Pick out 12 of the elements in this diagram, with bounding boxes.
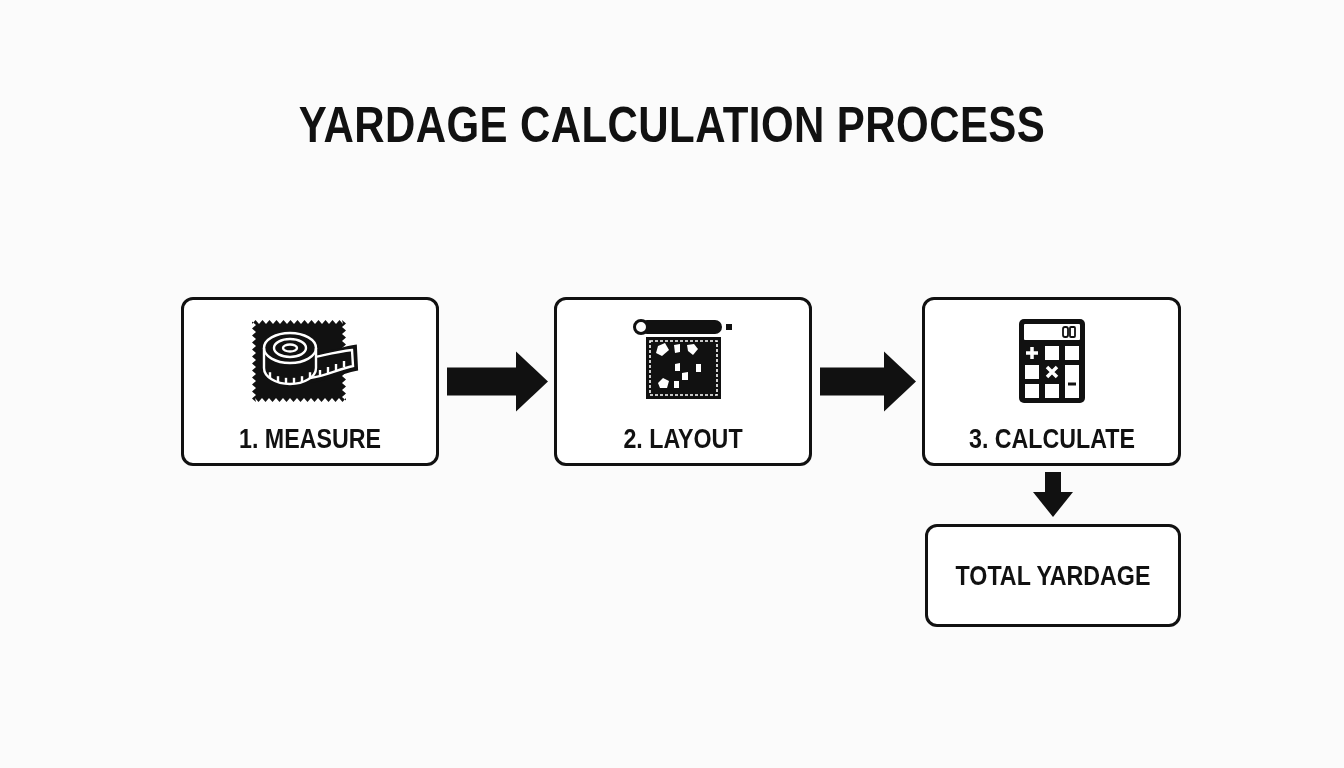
title: YARDAGE CALCULATION PROCESS — [298, 96, 1046, 154]
process-box — [922, 297, 1181, 466]
process-box — [554, 297, 812, 466]
result-label: TOTAL YARDAGE — [955, 560, 1151, 591]
block-arrow — [820, 351, 916, 412]
step-label: 3. CALCULATE — [968, 424, 1135, 454]
process-box — [181, 297, 439, 466]
step-label: 2. LAYOUT — [623, 424, 743, 454]
result-box — [925, 524, 1181, 627]
block-arrow — [447, 351, 548, 412]
block-arrow — [1033, 472, 1073, 517]
step-label: 1. MEASURE — [239, 424, 381, 454]
